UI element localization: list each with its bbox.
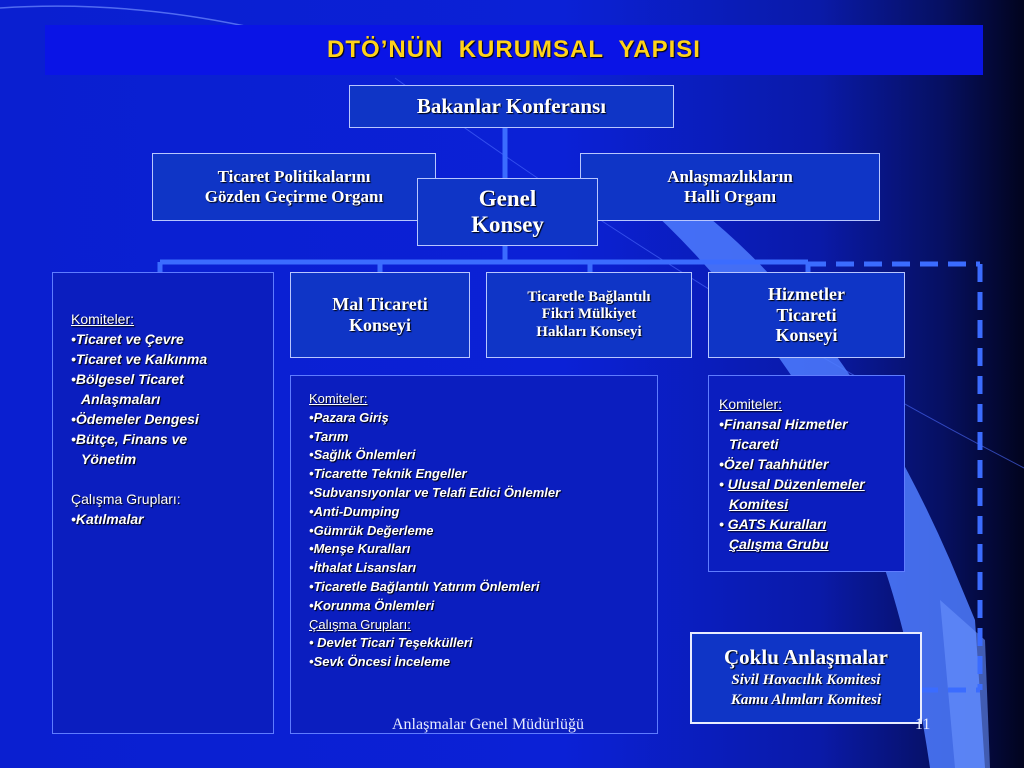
node-label-line: Hizmetler (768, 283, 845, 304)
node-coklu-anlasmalar: Çoklu Anlaşmalar Sivil Havacılık Komites… (690, 632, 922, 724)
page-number: 11 (915, 716, 931, 733)
list-item: Ticareti (729, 436, 779, 452)
node-ticaret-politikalari: Ticaret Politikalarını Gözden Geçirme Or… (152, 153, 436, 221)
node-label-line: Hakları Konseyi (536, 323, 642, 340)
node-label-line: Anlaşmazlıkların (667, 167, 793, 187)
title-bar: DTÖ’NÜN KURUMSAL YAPISI (45, 25, 983, 75)
node-bakanlar-konferansi: Bakanlar Konferansı (349, 85, 674, 128)
list-item: •Subvansıyonlar ve Telafi Edici Önlemler (309, 484, 561, 500)
panel-hizmetler-komiteler: Komiteler: •Finansal Hizmetler Ticareti … (708, 375, 905, 572)
committees-header: Komiteler: (309, 391, 368, 406)
list-item: •Tarım (309, 428, 349, 444)
list-item: Anlaşmaları (81, 391, 161, 407)
node-label-line: Ticaret Politikalarını (217, 167, 371, 187)
groups-header: Çalışma Grupları: (309, 616, 411, 632)
node-fikri-mulkiyet-konseyi: Ticaretle Bağlantılı Fikri Mülkiyet Hakl… (486, 272, 692, 358)
list-item: • Ulusal Düzenlemeler (719, 476, 865, 492)
panel-genel-konsey-komiteler: Komiteler: •Ticaret ve Çevre •Ticaret ve… (52, 272, 274, 734)
list-item: •Pazara Giriş (309, 409, 389, 425)
node-mal-ticareti-konseyi: Mal Ticareti Konseyi (290, 272, 470, 358)
groups-header: Çalışma Grupları: (71, 491, 181, 507)
committees-header: Komiteler: (719, 396, 783, 412)
list-item: •İthalat Lisansları (309, 560, 417, 576)
node-label-line: Genel (478, 185, 537, 211)
list-item: •Ödemeler Dengesi (71, 411, 199, 427)
node-label: Bakanlar Konferansı (416, 94, 607, 119)
list-item: •Bölgesel Ticaret (71, 371, 184, 387)
node-label-line: Mal Ticareti (332, 294, 428, 315)
list-item: •Menşe Kuralları (309, 541, 411, 557)
list-item: •Katılmalar (71, 511, 144, 527)
list-item: Kamu Alımları Komitesi (730, 692, 882, 708)
list-item: •Gümrük Değerleme (309, 522, 434, 538)
node-hizmetler-konseyi: Hizmetler Ticareti Konseyi (708, 272, 905, 358)
panel-mal-ticareti-komiteler: Komiteler: •Pazara Giriş •Tarım •Sağlık … (290, 375, 658, 734)
node-label-line: Gözden Geçirme Organı (204, 187, 384, 206)
list-item: Yönetim (81, 451, 137, 467)
list-item: •Sevk Öncesi İnceleme (309, 654, 451, 670)
dashed-connector (808, 261, 983, 693)
node-label-line: Halli Organı (683, 187, 777, 206)
footer-org: Anlaşmalar Genel Müdürlüğü (392, 716, 584, 733)
list-item: •Ticaretle Bağlantılı Yatırım Önlemleri (309, 578, 540, 594)
committees-header: Komiteler: (71, 311, 135, 327)
node-genel-konsey: Genel Konsey (417, 178, 598, 246)
list-item: •Anti-Dumping (309, 503, 400, 519)
list-item: •Ticaret ve Çevre (71, 331, 184, 347)
page-title: DTÖ’NÜN KURUMSAL YAPISI (327, 36, 701, 63)
list-item: •Finansal Hizmetler (719, 416, 848, 432)
list-item: •Ticarette Teknik Engeller (309, 466, 467, 482)
list-item: Çalışma Grubu (729, 536, 829, 552)
list-item: Sivil Havacılık Komitesi (731, 672, 881, 688)
list-item: •Bütçe, Finans ve (71, 431, 188, 447)
list-item: •Ticaret ve Kalkınma (71, 351, 208, 367)
node-label-line: Ticaretle Bağlantılı (527, 289, 651, 306)
node-label-line: Konseyi (348, 315, 411, 335)
coklu-title: Çoklu Anlaşmalar (724, 645, 888, 669)
list-item: •Sağlık Önlemleri (309, 447, 416, 463)
list-item: Komitesi (729, 496, 789, 512)
node-label-line: Konsey (471, 212, 544, 237)
list-item: •Özel Taahhütler (719, 456, 829, 472)
list-item: • Devlet Ticari Teşekkülleri (309, 635, 473, 651)
node-label-line: Konseyi (775, 325, 838, 346)
list-item: • GATS Kuralları (719, 516, 827, 532)
node-label-line: Ticareti (776, 304, 837, 325)
node-anlasmazliklar: Anlaşmazlıkların Halli Organı (580, 153, 880, 221)
node-label-line: Fikri Mülkiyet (541, 306, 637, 323)
list-item: •Korunma Önlemleri (309, 597, 435, 613)
